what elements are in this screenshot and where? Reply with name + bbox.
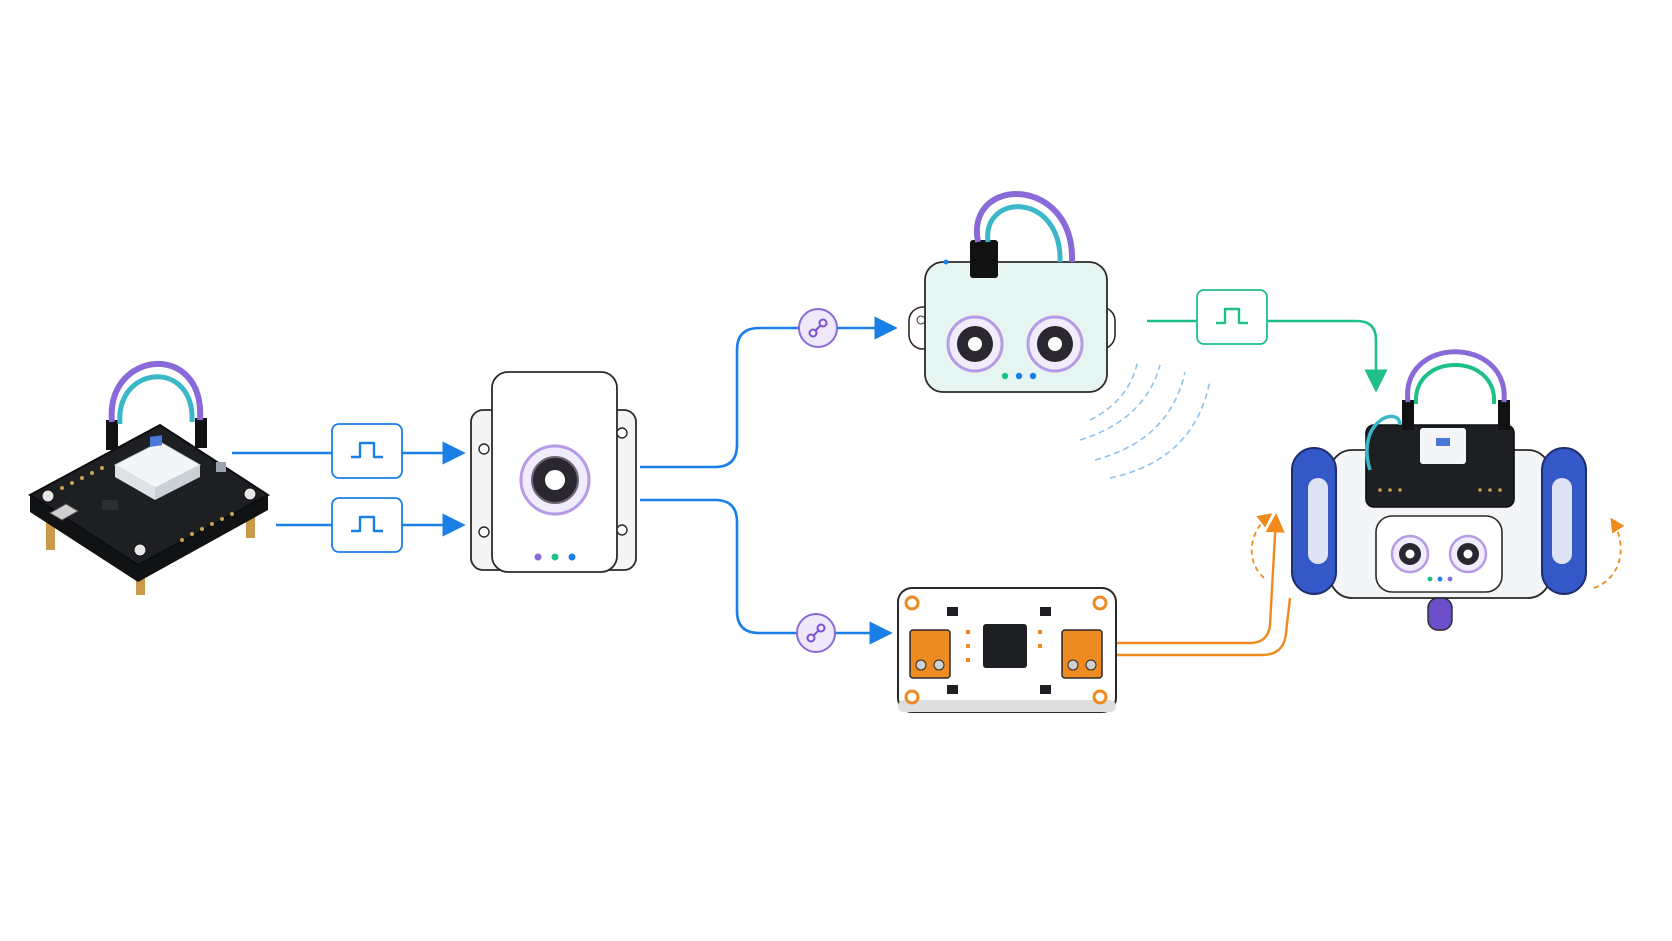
motor-driver-board-icon [897, 587, 1117, 713]
edge-ultrasonic-robot [1147, 319, 1388, 393]
link-node-icon [796, 613, 836, 653]
edge-motor-driver-robot-b [1106, 597, 1292, 657]
edge-motor-driver-robot-a [1106, 513, 1285, 645]
edge-camera-motor-driver [640, 498, 893, 645]
ultrasonic-sensor-icon [908, 191, 1116, 393]
pulse-signal-icon [1196, 289, 1268, 345]
robot-car-icon [1250, 349, 1625, 631]
pulse-signal-icon [331, 423, 403, 479]
camera-module-icon [470, 371, 637, 573]
pulse-signal-icon [331, 497, 403, 553]
microcontroller-board-icon [28, 361, 270, 595]
link-node-icon [798, 308, 838, 348]
sound-wave-icon [1079, 359, 1211, 479]
edge-camera-ultrasonic [640, 316, 898, 469]
connections [232, 316, 1388, 657]
